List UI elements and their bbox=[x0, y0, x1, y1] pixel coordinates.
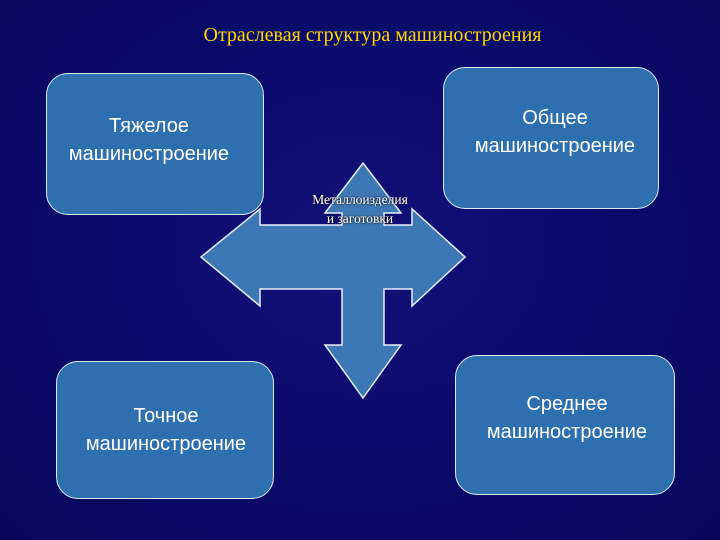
medium-engineering-line2: машиностроение bbox=[486, 421, 648, 443]
four-way-arrow-shape bbox=[199, 161, 467, 400]
general-engineering-box: Общее машиностроение bbox=[443, 67, 659, 209]
medium-engineering-box: Среднее машиностроение bbox=[455, 355, 675, 495]
heavy-engineering-line1: Тяжелое bbox=[109, 115, 189, 137]
general-engineering-line1: Общее bbox=[522, 107, 588, 129]
heavy-engineering-box: Тяжелое машиностроение bbox=[46, 73, 264, 215]
center-label-line2: и заготовки bbox=[326, 211, 394, 226]
precision-engineering-line1: Точное bbox=[133, 405, 199, 427]
heavy-engineering-line2: машиностроение bbox=[68, 143, 230, 165]
precision-engineering-line2: машиностроение bbox=[85, 433, 247, 455]
center-label-line1: Металлоизделия bbox=[312, 192, 408, 207]
general-engineering-label: Общее машиностроение bbox=[475, 104, 635, 160]
heavy-engineering-label: Тяжелое машиностроение bbox=[69, 112, 229, 168]
precision-engineering-label: Точное машиностроение bbox=[86, 402, 246, 458]
general-engineering-line2: машиностроение bbox=[474, 135, 636, 157]
medium-engineering-line1: Среднее bbox=[526, 393, 608, 415]
center-label: Металлоизделия и заготовки bbox=[280, 190, 440, 228]
slide-title: Отраслевая структура машиностроения bbox=[203, 24, 542, 46]
precision-engineering-box: Точное машиностроение bbox=[56, 361, 274, 499]
medium-engineering-label: Среднее машиностроение bbox=[487, 390, 647, 446]
